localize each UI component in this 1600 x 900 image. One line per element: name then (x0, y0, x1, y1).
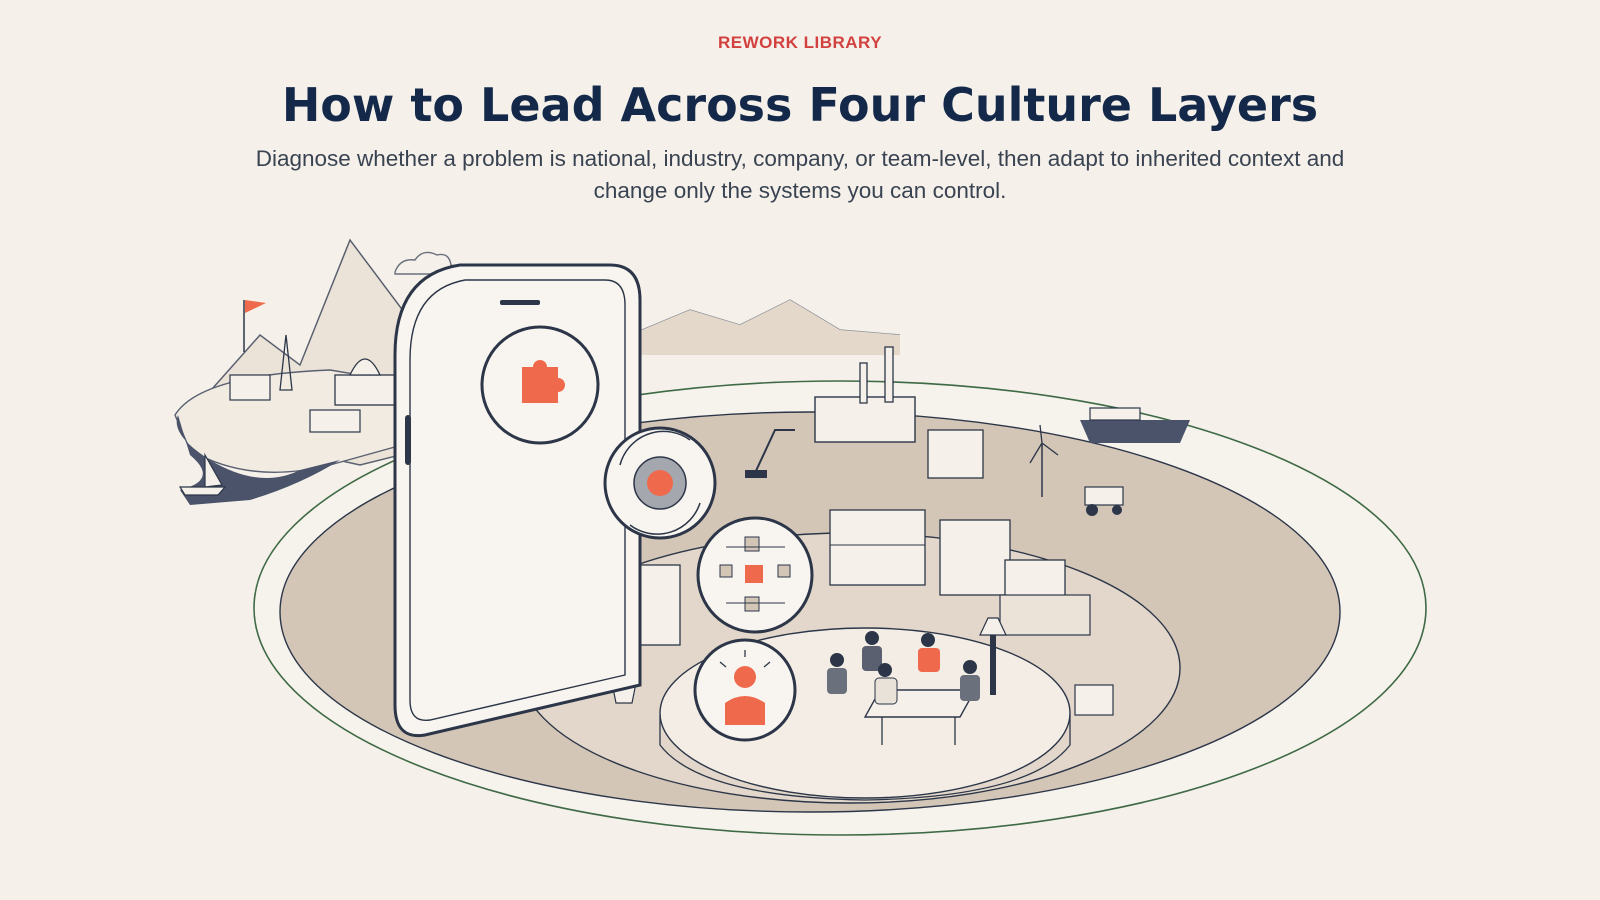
national-landscape (174, 300, 421, 505)
person-icon (693, 638, 797, 742)
page-title: How to Lead Across Four Culture Layers (281, 78, 1319, 132)
eyebrow-label: REWORK LIBRARY (717, 33, 883, 52)
puzzle-icon (480, 325, 600, 445)
culture-layers-illustration (174, 238, 1427, 836)
page-subtitle: Diagnose whether a problem is national, … (255, 146, 1345, 203)
gear-cycle-icon (603, 426, 717, 540)
org-chart-icon (696, 516, 814, 634)
